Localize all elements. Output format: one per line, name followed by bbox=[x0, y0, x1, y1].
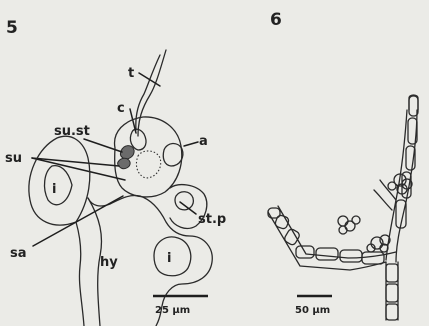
hypodermal-left-edge bbox=[76, 222, 84, 326]
leader-a bbox=[184, 142, 198, 146]
scale-bar-6-label: 50 μm bbox=[295, 305, 330, 316]
leader-su-st bbox=[84, 139, 122, 152]
involucral-lobe-left bbox=[29, 136, 90, 225]
label-sa: sa bbox=[10, 246, 27, 261]
upper-branch bbox=[374, 180, 396, 210]
leader-sa bbox=[33, 196, 123, 246]
label-i-bottom: i bbox=[167, 251, 171, 266]
sterile-cell-2 bbox=[118, 158, 130, 168]
figure-6-number: 6 bbox=[270, 10, 282, 30]
figure-5-number: 5 bbox=[6, 18, 18, 38]
trichogyne-outline bbox=[136, 50, 166, 136]
label-su: su bbox=[5, 151, 22, 166]
figure-5: 5 t c a su.st su i st.p bbox=[5, 18, 226, 326]
inner-lobe-left bbox=[45, 166, 72, 205]
scale-bar-5-label: 25 μm bbox=[155, 305, 190, 316]
auxiliary-cell bbox=[163, 143, 183, 166]
leader-su-1 bbox=[32, 158, 119, 166]
figure-6: 6 bbox=[268, 10, 418, 320]
label-st-p: st.p bbox=[198, 212, 226, 227]
label-c: c bbox=[117, 101, 125, 116]
supporting-cell bbox=[136, 151, 160, 178]
label-a: a bbox=[199, 134, 208, 149]
carpogonial-cluster-bottom bbox=[367, 235, 390, 252]
involucral-lobe-bottom bbox=[154, 237, 191, 276]
label-t: t bbox=[128, 66, 134, 81]
carpogonial-cluster-middle bbox=[338, 216, 360, 234]
label-hy: hy bbox=[100, 255, 118, 270]
main-filament bbox=[386, 95, 418, 320]
label-i-left: i bbox=[52, 182, 56, 197]
stalk-cell bbox=[175, 192, 193, 210]
